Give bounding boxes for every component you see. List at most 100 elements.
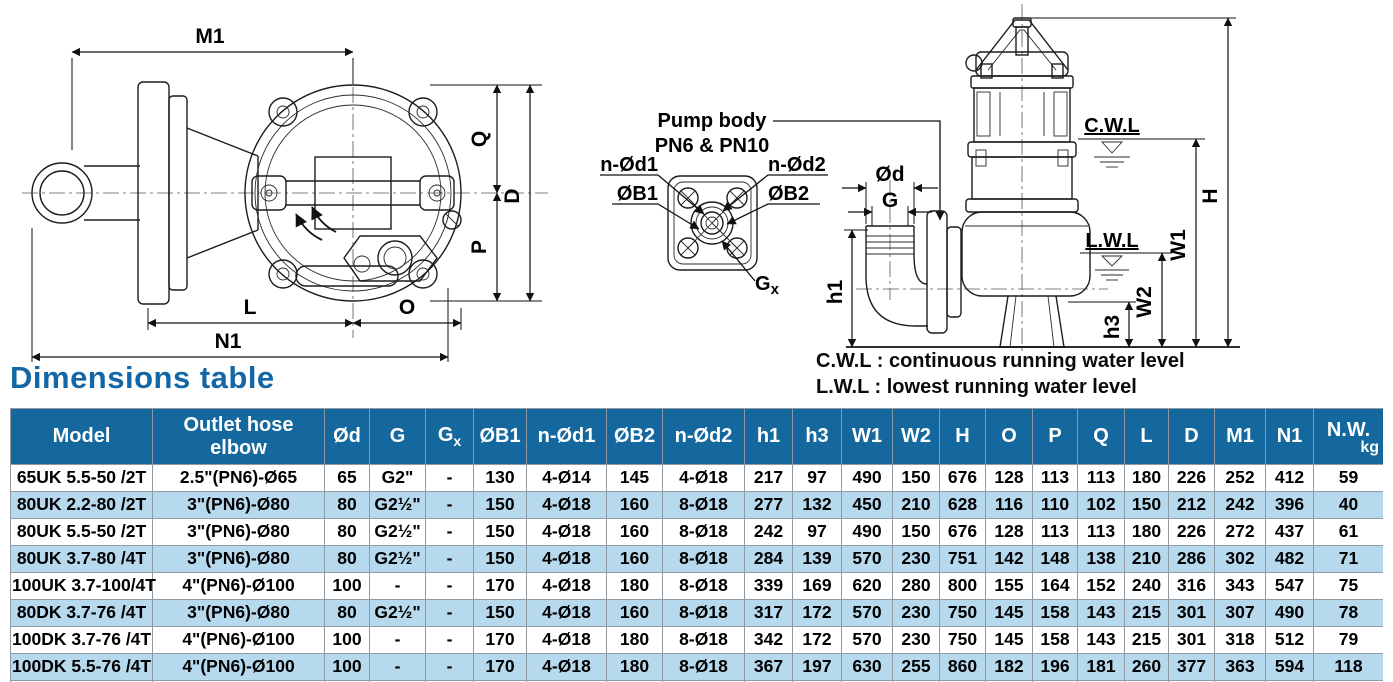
col-d: D: [1168, 408, 1215, 465]
col-q: Q: [1077, 408, 1125, 465]
cell-q: 143: [1077, 599, 1125, 627]
cell-q: 152: [1077, 572, 1125, 600]
cell-od: 100: [324, 626, 370, 654]
cell-gx: -: [425, 545, 474, 573]
cell-g: G2½": [369, 491, 426, 519]
col-model: Model: [10, 408, 153, 465]
col-ob2: ØB2: [606, 408, 663, 465]
cell-n1: 512: [1265, 626, 1314, 654]
dim-g: G: [848, 189, 932, 226]
cell-w2: 230: [892, 545, 940, 573]
cell-h3: 132: [792, 491, 842, 519]
cell-nw: 61: [1313, 518, 1383, 546]
cell-ob1: 170: [473, 626, 527, 654]
cell-gx: -: [425, 572, 474, 600]
cell-h1: 284: [744, 545, 793, 573]
col-gx: Gx: [425, 408, 474, 465]
legend-lwl: L.W.L : lowest running water level: [816, 376, 1137, 398]
cell-ob2: 145: [606, 464, 663, 492]
cell-n-od2: 8-Ø18: [662, 653, 745, 681]
cell-q: 113: [1077, 464, 1125, 492]
water-level-legend: C.W.L : continuous running water level L…: [816, 350, 1185, 398]
cell-model: 100DK 5.5-76 /4T: [10, 653, 153, 681]
cell-w2: 150: [892, 464, 940, 492]
flange-title-line2: PN6 & PN10: [655, 135, 770, 157]
cell-n1: 547: [1265, 572, 1314, 600]
cell-p: 110: [1032, 491, 1078, 519]
cell-g: -: [369, 626, 426, 654]
cell-h3: 172: [792, 599, 842, 627]
cell-outlet-hose-elbow: 4"(PN6)-Ø100: [152, 653, 325, 681]
cell-ob2: 160: [606, 491, 663, 519]
cell-m1: 252: [1214, 464, 1266, 492]
dim-label-l: L: [244, 296, 257, 319]
cell-h: 750: [939, 626, 986, 654]
cell-p: 158: [1032, 599, 1078, 627]
table-header-row: Model Outlet hose elbow Ød G Gx ØB1 n-Ød…: [10, 408, 1383, 465]
cell-gx: -: [425, 464, 474, 492]
svg-text:ØB1: ØB1: [617, 183, 658, 205]
svg-text:n-Ød1: n-Ød1: [600, 154, 658, 176]
cell-ob2: 160: [606, 545, 663, 573]
col-w1: W1: [841, 408, 893, 465]
col-n1: N1: [1265, 408, 1314, 465]
cell-o: 128: [985, 464, 1033, 492]
col-ob1: ØB1: [473, 408, 527, 465]
cell-h3: 197: [792, 653, 842, 681]
dim-label-d: D: [501, 188, 524, 203]
cell-g: G2½": [369, 545, 426, 573]
cell-n-od2: 8-Ø18: [662, 599, 745, 627]
cell-od: 100: [324, 653, 370, 681]
cell-h3: 97: [792, 464, 842, 492]
cell-q: 102: [1077, 491, 1125, 519]
cell-nw: 79: [1313, 626, 1383, 654]
cell-w1: 570: [841, 599, 893, 627]
cell-w2: 280: [892, 572, 940, 600]
col-h1: h1: [744, 408, 793, 465]
cell-od: 80: [324, 491, 370, 519]
cell-gx: -: [425, 626, 474, 654]
cell-w1: 450: [841, 491, 893, 519]
cell-o: 145: [985, 626, 1033, 654]
cell-w1: 620: [841, 572, 893, 600]
cell-m1: 318: [1214, 626, 1266, 654]
cell-q: 113: [1077, 518, 1125, 546]
dim-d: D: [430, 84, 542, 302]
cell-ob1: 150: [473, 491, 527, 519]
dim-m1: M1: [71, 25, 354, 150]
dim-l: L: [147, 296, 354, 330]
cell-outlet-hose-elbow: 3"(PN6)-Ø80: [152, 518, 325, 546]
dim-label-m1: M1: [195, 25, 224, 48]
dim-label-h1: h1: [824, 279, 847, 304]
cell-ob2: 180: [606, 572, 663, 600]
cell-n-od1: 4-Ø14: [526, 464, 607, 492]
lwl-label: L.W.L: [1085, 230, 1138, 252]
cell-h1: 339: [744, 572, 793, 600]
col-h: H: [939, 408, 986, 465]
cwl-marker: C.W.L: [1078, 115, 1205, 168]
cell-h: 676: [939, 518, 986, 546]
col-nw: N.W.kg: [1313, 408, 1383, 465]
col-n-od2: n-Ød2: [662, 408, 745, 465]
dim-label-n1: N1: [215, 330, 242, 353]
dim-h3: h3: [1068, 301, 1136, 348]
cell-l: 180: [1124, 464, 1169, 492]
label-gx: Gx: [721, 240, 780, 298]
dim-label-g: G: [882, 189, 898, 212]
cell-g: G2": [369, 464, 426, 492]
cell-gx: -: [425, 599, 474, 627]
cell-od: 80: [324, 518, 370, 546]
pump-body-callout-line: [773, 120, 945, 221]
cell-h1: 317: [744, 599, 793, 627]
cell-h1: 367: [744, 653, 793, 681]
cell-h: 628: [939, 491, 986, 519]
cell-m1: 302: [1214, 545, 1266, 573]
dim-label-w1: W1: [1167, 229, 1190, 261]
cell-l: 210: [1124, 545, 1169, 573]
cell-w2: 150: [892, 518, 940, 546]
cell-model: 65UK 5.5-50 /2T: [10, 464, 153, 492]
